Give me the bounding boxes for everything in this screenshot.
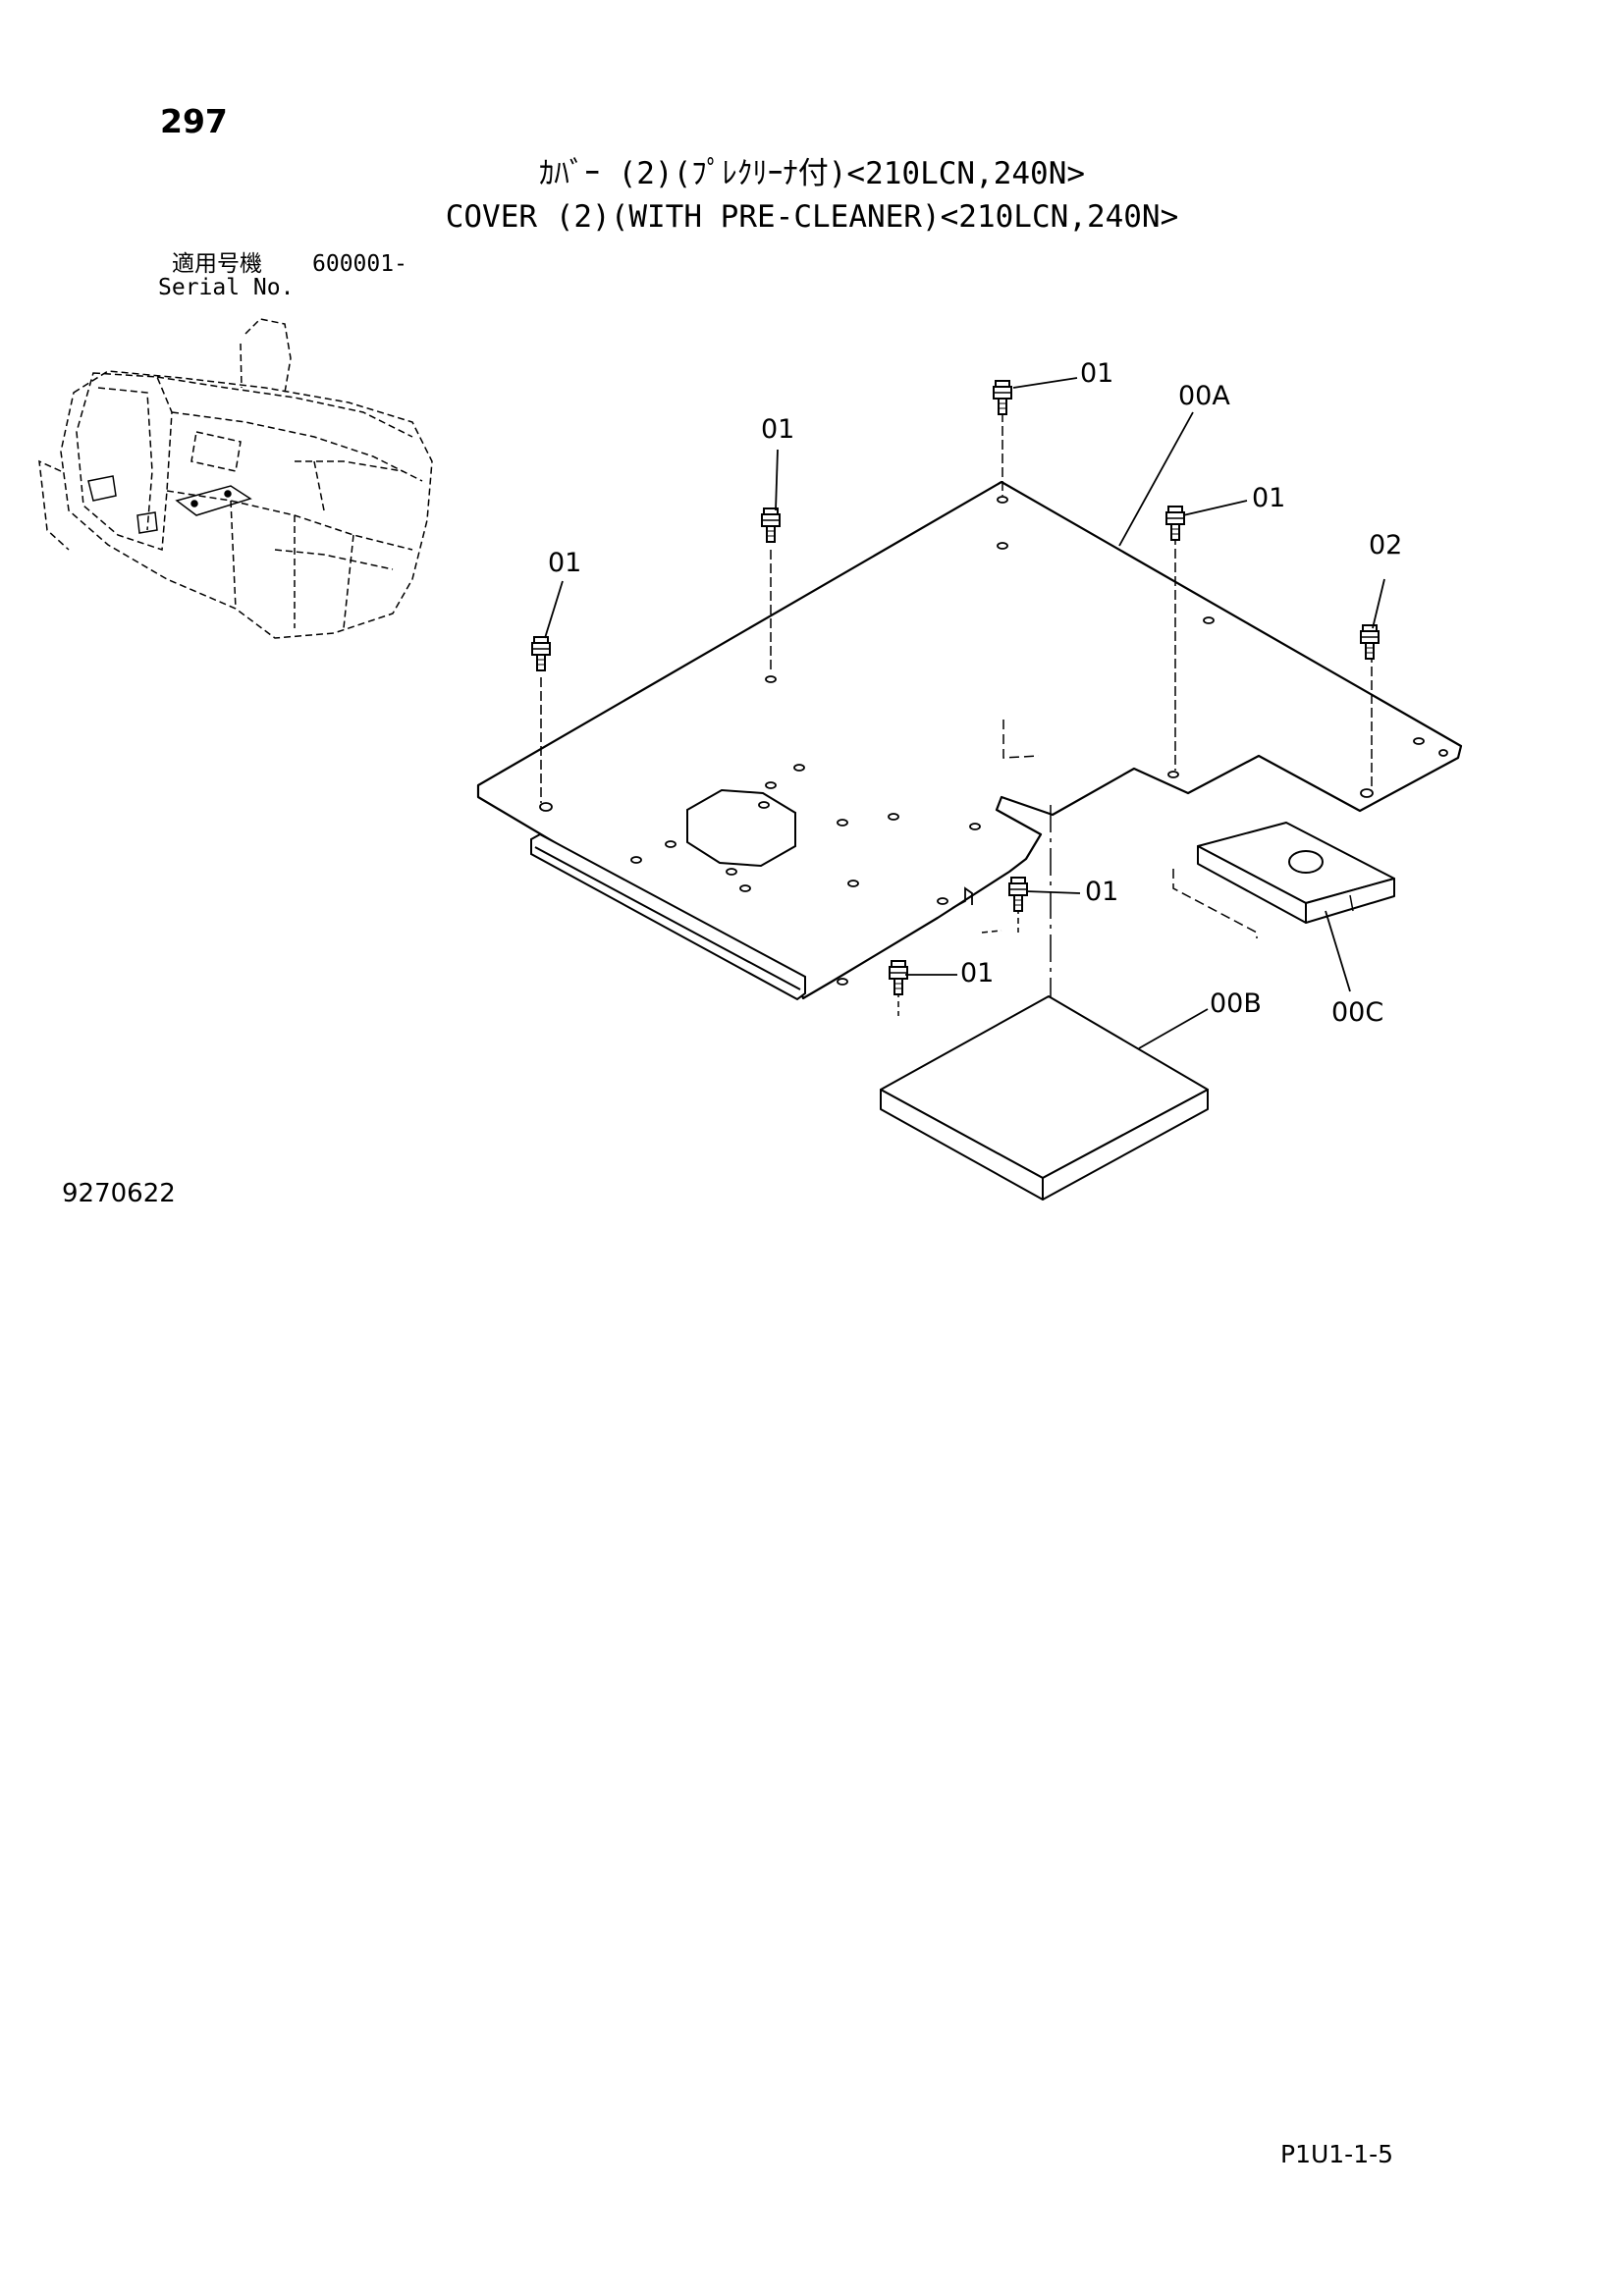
bolt-02 [1360,624,1380,660]
bolt-01-d [1165,506,1185,541]
cover-plate [476,480,1463,1000]
callout-01: 01 [1085,877,1118,907]
callout-01: 01 [761,414,794,445]
page-code: P1U1-1-5 [1280,2140,1394,2168]
callout-01: 01 [548,548,581,578]
callout-01: 01 [1080,358,1113,389]
bolt-01-c [531,636,551,671]
machine-overview-sketch [38,318,433,639]
mounting-holes [539,496,1448,986]
pad-small [1197,822,1395,924]
callout-01: 01 [960,958,994,988]
callout-labels: 01 01 01 01 02 00A 01 01 00B 00C [548,358,1402,1028]
pad-large [880,995,1209,1201]
title-japanese: ｶﾊﾞｰ (2)(ﾌﾟﾚｸﾘｰﾅ付)<210LCN,240N> [538,156,1086,191]
serial-label-english: Serial No. [158,275,295,300]
bolt-01-e [1008,877,1028,912]
figure-number: 9270622 [62,1179,176,1208]
callout-01: 01 [1252,483,1285,513]
bolt-01-b [761,507,781,543]
callout-02: 02 [1369,530,1402,561]
page-number: 297 [160,102,228,140]
title-english: COVER (2)(WITH PRE-CLEANER)<210LCN,240N> [445,199,1179,235]
cover-flange [530,832,806,1001]
machine-overview-detail [87,475,252,534]
callout-00c: 00C [1331,997,1383,1028]
callout-00a: 00A [1178,381,1230,411]
serial-value: 600001- [312,251,407,277]
callout-00b: 00B [1210,988,1262,1019]
bolt-01-a [993,380,1012,415]
leader-lines [544,377,1385,1049]
serial-label-japanese: 適用号機 [172,251,262,277]
bolt-01-f [889,960,908,995]
